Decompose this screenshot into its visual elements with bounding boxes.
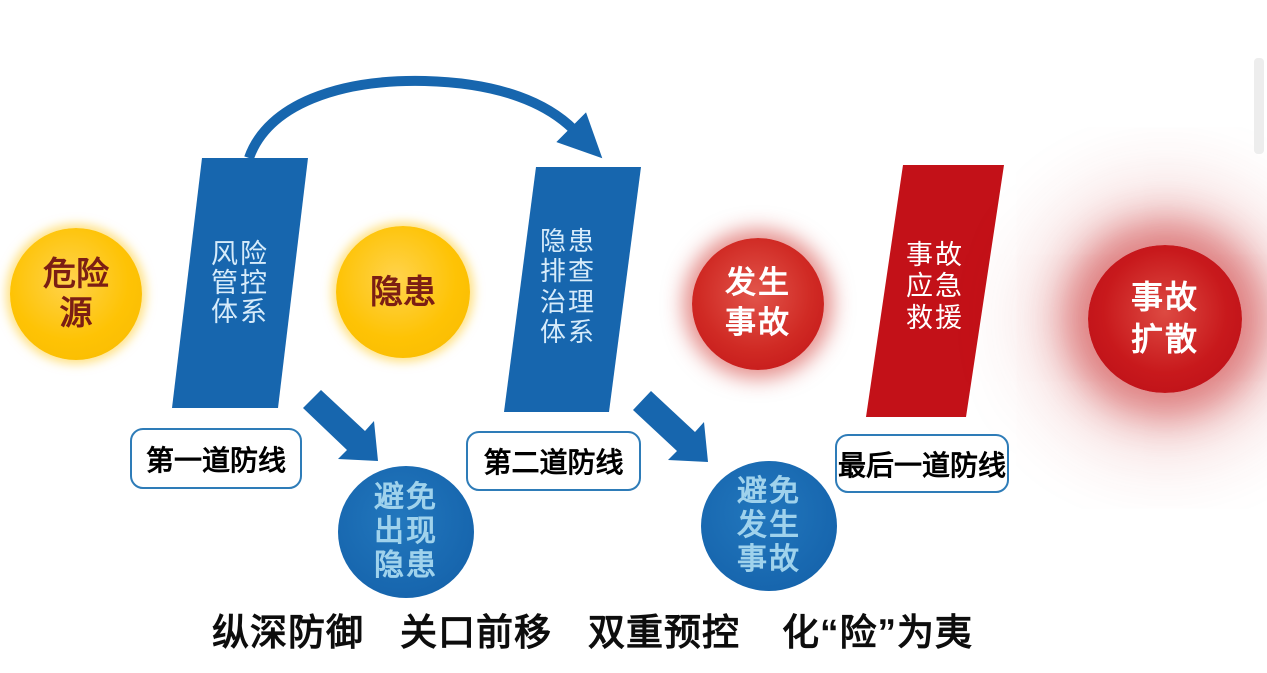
hidden-danger-circle: 隐患 xyxy=(336,226,470,358)
block-arrow-first-defense xyxy=(303,390,378,461)
slogan-phrase-dual-precontrol: 双重预控 xyxy=(588,612,740,653)
hazard-inspection-system-label: 隐患 排查 治理 体系 xyxy=(518,226,618,348)
slogan-phrase-gate-forward: 关口前移 xyxy=(400,612,552,653)
avoid-accident-line2: 发生 xyxy=(737,508,801,544)
risk-control-line2: 管控 xyxy=(211,268,269,299)
hazard-inspection-line2: 排查 xyxy=(539,256,596,287)
edge-artifact xyxy=(1254,58,1264,154)
last-defense-line-text: 最后一道防线 xyxy=(837,449,1006,481)
avoid-accident-circle: 避免 发生 事故 xyxy=(701,461,837,591)
parallelogram-hazard-inspection-system xyxy=(504,167,641,412)
slogan-phrase-turn-danger-safe: 化“险”为夷 xyxy=(782,612,973,653)
avoid-hidden-danger-line3: 隐患 xyxy=(374,547,438,583)
first-defense-line-text: 第一道防线 xyxy=(145,444,286,476)
hazard-source-line1: 危险 xyxy=(43,254,109,294)
slogan-text: 纵深防御 关口前移 双重预控 化“险”为夷 xyxy=(212,602,973,656)
emergency-rescue-line2: 应急 xyxy=(906,271,964,302)
emergency-rescue-line1: 事故 xyxy=(906,240,964,270)
avoid-accident-line1: 避免 xyxy=(737,474,801,510)
risk-control-system-label: 风险 管控 体系 xyxy=(190,239,290,328)
accident-occurs-circle: 发生 事故 xyxy=(692,238,824,370)
accident-spread-line2: 扩散 xyxy=(1130,320,1199,358)
avoid-hidden-danger-line1: 避免 xyxy=(374,480,438,516)
avoid-hidden-danger-circle: 避免 出现 隐患 xyxy=(338,466,474,598)
parallelogram-risk-control-system xyxy=(172,158,308,408)
accident-occurs-line1: 发生 xyxy=(725,265,791,302)
accident-occurs-line2: 事故 xyxy=(725,305,791,341)
avoid-accident-line3: 事故 xyxy=(737,541,801,577)
hidden-danger-line1: 隐患 xyxy=(370,271,436,311)
accident-spread-circle: 事故 扩散 xyxy=(1088,245,1242,393)
last-defense-line-label: 最后一道防线 xyxy=(835,434,1009,493)
accident-spread-line1: 事故 xyxy=(1130,278,1199,317)
risk-control-line3: 体系 xyxy=(211,297,269,328)
emergency-rescue-label: 事故 应急 救援 xyxy=(885,240,985,334)
avoid-hidden-danger-line2: 出现 xyxy=(374,514,438,550)
slogan-phrase-defense-in-depth: 纵深防御 xyxy=(212,612,364,653)
second-defense-line-label: 第二道防线 xyxy=(466,431,641,491)
block-arrow-second-defense xyxy=(633,391,708,462)
risk-control-line1: 风险 xyxy=(211,239,269,269)
hazard-inspection-line1: 隐患 xyxy=(539,226,596,256)
hazard-source-line2: 源 xyxy=(59,293,93,332)
second-defense-line-text: 第二道防线 xyxy=(483,447,624,478)
hazard-inspection-line3: 治理 xyxy=(539,286,596,317)
hazard-source-circle: 危险 源 xyxy=(10,228,142,360)
hazard-inspection-line4: 体系 xyxy=(539,317,596,348)
parallelogram-emergency-rescue xyxy=(866,165,1004,417)
emergency-rescue-line3: 救援 xyxy=(906,302,964,333)
first-defense-line-label: 第一道防线 xyxy=(130,428,302,489)
curved-arrow-risk-to-inspection xyxy=(244,75,603,160)
